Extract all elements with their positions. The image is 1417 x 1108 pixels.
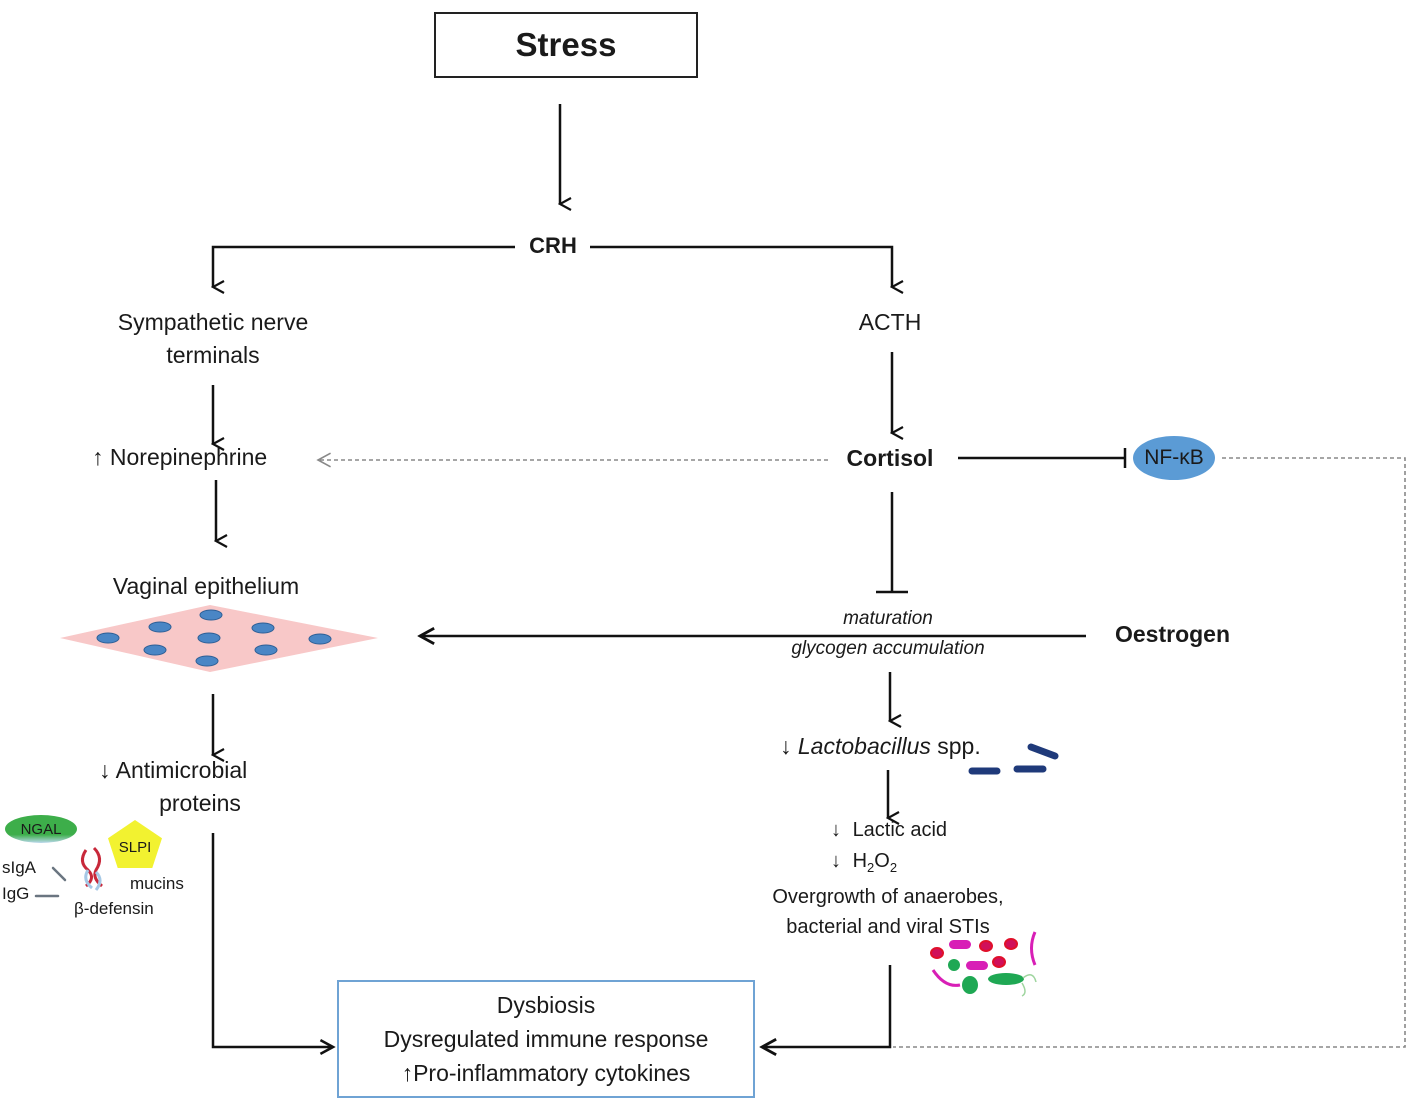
sympathetic-label-line2: terminals: [166, 342, 260, 368]
flagellate-icon: [988, 973, 1024, 985]
cell-nucleus: [195, 655, 219, 667]
vaginal-epithelium-label: Vaginal epithelium: [112, 573, 300, 599]
lactobacillus-label: ↓ Lactobacillus spp.: [780, 733, 981, 761]
bacillus-icon: [966, 961, 988, 970]
stress-label: Stress: [515, 26, 617, 63]
oestrogen-label: Oestrogen: [1115, 621, 1231, 647]
diplococcus-icon: [962, 976, 978, 994]
arrow-overgrowth-outcome: [762, 965, 892, 1047]
outcome-immune: Dysregulated immune response: [383, 1026, 709, 1052]
coccus-icon: [992, 956, 1006, 968]
h2o2-text: H2O2: [852, 850, 898, 875]
up-arrow-icon: ↑: [401, 1060, 414, 1086]
overgrowth-label-line1: Overgrowth of anaerobes,: [772, 886, 1004, 908]
ngal-label: NGAL: [20, 820, 62, 838]
outcome-cytokines: ↑Pro-inflammatory cytokines: [402, 1056, 691, 1090]
antimicrobial-label-line2: proteins: [159, 790, 241, 816]
acth-label: ACTH: [858, 309, 922, 335]
antimicrobial-glyphs: [34, 846, 103, 898]
cell-nucleus: [254, 644, 278, 656]
cell-nucleus: [251, 622, 275, 634]
down-arrow-icon: ↓: [831, 850, 841, 872]
cell-nucleus: [143, 644, 167, 656]
maturation-label: maturation: [843, 608, 933, 629]
coccus-icon: [979, 940, 993, 952]
cell-nucleus: [197, 632, 221, 644]
cortisol-label: Cortisol: [846, 445, 934, 471]
mucins-label: mucins: [130, 874, 184, 893]
ngal-badge: NGAL: [5, 815, 77, 843]
stress-box: Stress: [434, 12, 698, 78]
lactic-acid-label: ↓ Lactic acid: [831, 818, 947, 842]
down-arrow-icon: ↓: [99, 757, 111, 783]
outcome-dysbiosis: Dysbiosis: [496, 992, 596, 1018]
defensin-label: β-defensin: [74, 899, 154, 918]
up-arrow-icon: ↑: [92, 444, 104, 470]
antimicrobial-label-line1: ↓ Antimicrobial: [99, 757, 247, 785]
lactobacillus-rods: [968, 743, 1059, 775]
nfkb-node: NF-κB: [1133, 436, 1215, 480]
slpi-label: SLPI: [118, 838, 152, 856]
h2o2-label: ↓ H2O2: [831, 849, 897, 876]
arrow-antimicrobial-outcome: [211, 833, 333, 1047]
cell-nucleus: [96, 632, 120, 644]
down-arrow-icon: ↓: [780, 733, 792, 759]
outcome-box: Dysbiosis Dysregulated immune response ↑…: [337, 980, 755, 1098]
cell-nucleus: [148, 621, 172, 633]
norepinephrine-label: ↑ Norepinephrine: [92, 444, 267, 472]
vaginal-epithelium-graphic: [60, 605, 378, 672]
lactobacillus-suffix: spp.: [930, 733, 981, 759]
cell-nucleus: [308, 633, 332, 645]
virus-icon: [948, 959, 960, 971]
spirochete-icon: [1030, 931, 1037, 966]
lactic-acid-text: Lactic acid: [852, 819, 948, 841]
lactobacillus-genus: Lactobacillus: [797, 733, 931, 759]
outcome-cytokines-text: Pro-inflammatory cytokines: [413, 1060, 691, 1086]
dashed-line-nfkb-outcome: [893, 457, 1406, 1048]
nfkb-label: NF-κB: [1144, 446, 1204, 469]
rod-icon: [1027, 743, 1059, 760]
siga-label: sIgA: [2, 858, 37, 877]
cell-nucleus: [199, 609, 223, 621]
arrow-crh-sympathetic: [213, 245, 515, 287]
coccus-icon: [930, 947, 944, 959]
siga-antibody-icon: [51, 866, 67, 882]
igg-label: IgG: [2, 884, 30, 903]
coccus-icon: [1004, 938, 1018, 950]
arrow-crh-acth: [590, 245, 892, 287]
bacillus-icon: [949, 940, 971, 949]
spirochete-icon: [931, 969, 961, 987]
sympathetic-label-line1: Sympathetic nerve: [117, 309, 309, 335]
glycogen-label: glycogen accumulation: [791, 638, 985, 659]
overgrowth-label-line2: bacterial and viral STIs: [786, 916, 990, 938]
down-arrow-icon: ↓: [831, 819, 841, 841]
crh-label: CRH: [529, 233, 577, 258]
norepinephrine-text: Norepinephrine: [109, 444, 268, 470]
pathogens-graphic: [930, 931, 1037, 997]
antimicrobial-text: Antimicrobial: [115, 757, 248, 783]
